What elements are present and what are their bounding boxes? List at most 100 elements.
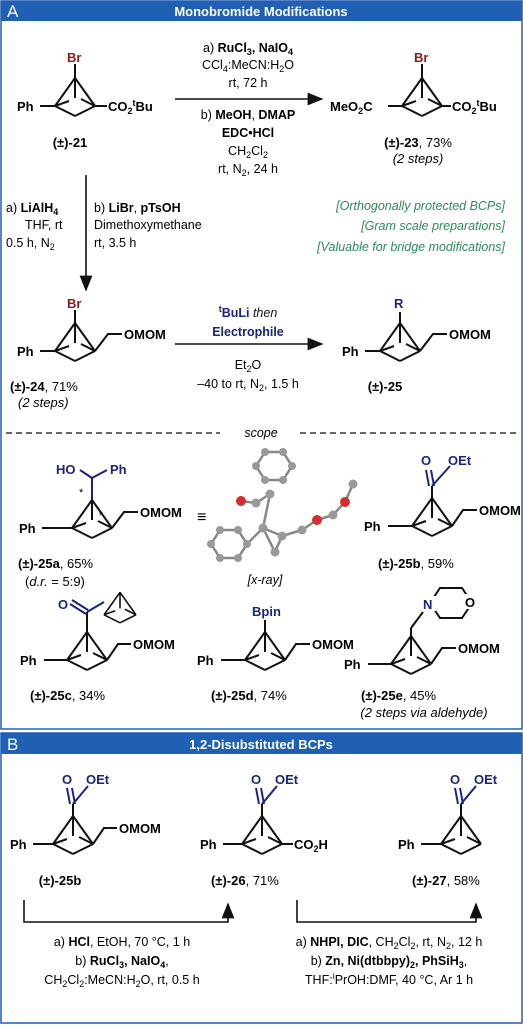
panel-a-letter: A xyxy=(7,2,19,21)
svg-text:(±)-25: (±)-25 xyxy=(368,379,403,394)
svg-text:(±)-26, 71%: (±)-26, 71% xyxy=(211,873,279,888)
svg-text:Ph: Ph xyxy=(17,99,34,114)
svg-text:Et2O: Et2O xyxy=(235,358,262,374)
compound-25b: O OEt Ph OMOM (±)-25b, 59% xyxy=(364,453,521,571)
svg-text:Bpin: Bpin xyxy=(252,604,281,619)
svg-text:(±)-25b: (±)-25b xyxy=(39,873,82,888)
svg-text:OMOM: OMOM xyxy=(479,503,521,518)
svg-text:THF, rt: THF, rt xyxy=(25,218,63,232)
right-conditions: a) NHPI, DIC, CH2Cl2, rt, N2, 12 h b) Zn… xyxy=(296,935,483,987)
svg-text:OEt: OEt xyxy=(474,772,498,787)
svg-text:Br: Br xyxy=(414,50,428,65)
svg-text:MeO2C: MeO2C xyxy=(330,99,373,116)
svg-text:CH2Cl2:MeCN:H2O, rt, 0.5 h: CH2Cl2:MeCN:H2O, rt, 0.5 h xyxy=(44,973,199,989)
svg-text:OMOM: OMOM xyxy=(124,327,166,342)
panel-b-title: 1,2-Disubstituted BCPs xyxy=(189,737,333,752)
svg-text:Ph: Ph xyxy=(17,344,34,359)
svg-text:OMOM: OMOM xyxy=(133,637,175,652)
panel-a-title: Monobromide Modifications xyxy=(174,4,347,19)
step-a-conditions: a) RuCl3, NaIO4 CCl4:MeCN:H2O rt, 72 h xyxy=(202,41,294,90)
svg-text:EDC•HCl: EDC•HCl xyxy=(222,126,274,140)
svg-text:Br: Br xyxy=(67,296,81,311)
svg-text:a) HCl, EtOH, 70 °C, 1 h: a) HCl, EtOH, 70 °C, 1 h xyxy=(54,935,190,949)
xray-structure xyxy=(209,450,355,560)
compound-25: R Ph OMOM (±)-25 xyxy=(342,296,491,394)
svg-text:(2 steps via aldehyde): (2 steps via aldehyde) xyxy=(360,705,487,720)
svg-text:*: * xyxy=(99,510,104,522)
svg-text:(2 steps): (2 steps) xyxy=(18,395,69,410)
svg-text:O: O xyxy=(251,772,261,787)
svg-text:(±)-25a, 65%: (±)-25a, 65% xyxy=(18,556,93,571)
svg-text:rt, 3.5 h: rt, 3.5 h xyxy=(94,236,136,250)
svg-text:OMOM: OMOM xyxy=(140,505,182,520)
svg-text:Ph: Ph xyxy=(110,462,127,477)
svg-text:R: R xyxy=(394,296,404,311)
label-21: (±)-21 xyxy=(53,135,88,150)
compound-21: Br Ph CO2tBu (±)-21 xyxy=(17,50,153,150)
svg-text:b) Zn, Ni(dtbbpy)2, PhSiH3,: b) Zn, Ni(dtbbpy)2, PhSiH3, xyxy=(311,954,468,970)
down-step-b: b) LiBr, pTsOH Dimethoxymethane rt, 3.5 … xyxy=(94,201,202,250)
svg-text:O: O xyxy=(465,595,475,610)
xray-label: [x-ray] xyxy=(247,573,283,587)
svg-text:Ph: Ph xyxy=(398,837,415,852)
svg-text:OMOM: OMOM xyxy=(119,821,161,836)
svg-text:CO2tBu: CO2tBu xyxy=(452,98,497,116)
lithiation-conditions: tBuLi then Electrophile Et2O –40 to rt, … xyxy=(197,304,299,393)
svg-text:(±)-25e, 45%: (±)-25e, 45% xyxy=(361,688,436,703)
svg-text:Ph: Ph xyxy=(10,837,27,852)
svg-text:Ph: Ph xyxy=(344,657,361,672)
svg-text:b) RuCl3, NaIO4,: b) RuCl3, NaIO4, xyxy=(75,954,168,970)
svg-text:N: N xyxy=(423,597,432,612)
svg-text:O: O xyxy=(421,453,431,468)
arrow-25b-to-26 xyxy=(23,900,235,923)
svg-text:[Valuable for bridge modificat: [Valuable for bridge modifications] xyxy=(316,240,505,254)
svg-text:a) LiAlH4: a) LiAlH4 xyxy=(6,201,58,217)
svg-text:OEt: OEt xyxy=(86,772,110,787)
green-notes: [Orthogonally protected BCPs] [Gram scal… xyxy=(316,199,505,254)
svg-text:rt, 72 h: rt, 72 h xyxy=(229,76,268,90)
left-conditions: a) HCl, EtOH, 70 °C, 1 h b) RuCl3, NaIO4… xyxy=(44,935,199,989)
svg-text:THF:iPrOH:DMF, 40 °C, Ar 1 h: THF:iPrOH:DMF, 40 °C, Ar 1 h xyxy=(305,971,473,987)
compound-25a: HO Ph * * Ph OMOM (±)-25a, 65% (d.r. = 5… xyxy=(18,462,182,589)
panel-b-letter: B xyxy=(7,735,18,754)
svg-text:CO2H: CO2H xyxy=(294,837,328,854)
svg-text:OMOM: OMOM xyxy=(458,641,500,656)
svg-text:0.5 h, N2: 0.5 h, N2 xyxy=(6,236,55,252)
equivalence-sign: ≡ xyxy=(197,509,206,526)
compound-24: Br Ph OMOM (±)-24, 71% (2 steps) xyxy=(10,296,166,410)
svg-text:Ph: Ph xyxy=(197,653,214,668)
svg-text:OMOM: OMOM xyxy=(312,637,354,652)
svg-text:[Gram scale preparations]: [Gram scale preparations] xyxy=(360,219,505,233)
svg-text:Ph: Ph xyxy=(364,519,381,534)
panel-a-frame xyxy=(0,0,523,730)
compound-25d: Bpin Ph OMOM (±)-25d, 74% xyxy=(197,604,354,703)
compound-26: O OEt Ph CO2H (±)-26, 71% xyxy=(200,772,328,888)
svg-text:(±)-23, 73%: (±)-23, 73% xyxy=(384,135,452,150)
svg-text:O: O xyxy=(58,597,68,612)
arrow-26-to-27 xyxy=(296,900,483,923)
svg-text:Ph: Ph xyxy=(20,653,37,668)
svg-text:b) MeOH, DMAP: b) MeOH, DMAP xyxy=(201,108,295,122)
svg-text:OEt: OEt xyxy=(448,453,472,468)
svg-text:(±)-25b, 59%: (±)-25b, 59% xyxy=(378,556,454,571)
svg-text:CCl4:MeCN:H2O: CCl4:MeCN:H2O xyxy=(202,58,294,74)
svg-text:CO2tBu: CO2tBu xyxy=(108,98,153,116)
panel-b-header xyxy=(1,733,522,754)
svg-text:(±)-25d, 74%: (±)-25d, 74% xyxy=(211,688,287,703)
svg-text:Br: Br xyxy=(67,50,81,65)
scope-label: scope xyxy=(244,426,277,440)
step-b-conditions: b) MeOH, DMAP EDC•HCl CH2Cl2 rt, N2, 24 … xyxy=(201,108,295,178)
svg-text:O: O xyxy=(450,772,460,787)
down-step-a: a) LiAlH4 THF, rt 0.5 h, N2 xyxy=(6,201,63,252)
svg-text:(d.r. = 5:9): (d.r. = 5:9) xyxy=(25,574,85,589)
svg-text:(2 steps): (2 steps) xyxy=(393,151,444,166)
svg-text:Ph: Ph xyxy=(200,837,217,852)
svg-text:(±)-24, 71%: (±)-24, 71% xyxy=(10,379,78,394)
svg-text:a) NHPI, DIC, CH2Cl2, rt, N2,: a) NHPI, DIC, CH2Cl2, rt, N2, 12 h xyxy=(296,935,483,951)
compound-25b-panel-b: O OEt Ph OMOM (±)-25b xyxy=(10,772,161,888)
compound-25c: O Ph OMOM (±)-25c, 34% xyxy=(20,591,175,703)
svg-text:OEt: OEt xyxy=(275,772,299,787)
svg-text:a) RuCl3, NaIO4: a) RuCl3, NaIO4 xyxy=(203,41,293,57)
